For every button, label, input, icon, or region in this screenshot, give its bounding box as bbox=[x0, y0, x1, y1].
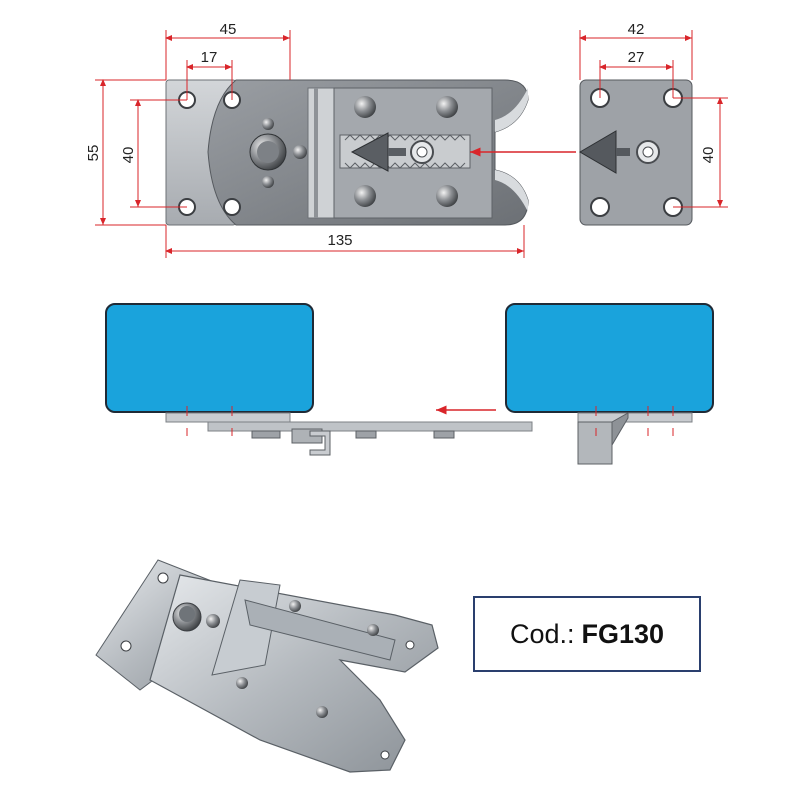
table-block-right bbox=[505, 303, 714, 413]
dim-top-width: 45 bbox=[220, 21, 237, 38]
top-view-main-plate bbox=[165, 79, 529, 226]
mount-hole bbox=[590, 197, 610, 217]
side-view bbox=[105, 303, 714, 465]
dim-small-width: 42 bbox=[628, 21, 645, 38]
table-block-left bbox=[105, 303, 314, 413]
top-view-strike-plate bbox=[579, 79, 693, 226]
product-photo bbox=[95, 559, 439, 773]
dim-total-length: 135 bbox=[327, 232, 352, 249]
dim-hole-spacing: 17 bbox=[201, 49, 218, 66]
mount-hole bbox=[223, 198, 241, 216]
dim-small-hole-spacing: 27 bbox=[628, 49, 645, 66]
product-code-value: FG130 bbox=[581, 618, 665, 649]
dimension-lines bbox=[95, 30, 728, 258]
product-code-box: Cod.: FG130 bbox=[473, 596, 701, 672]
dim-small-hole-vertical: 40 bbox=[700, 147, 717, 164]
product-code-label: Cod.: bbox=[509, 618, 575, 649]
dim-hole-vertical: 40 bbox=[120, 147, 137, 164]
dim-height: 55 bbox=[85, 145, 102, 162]
